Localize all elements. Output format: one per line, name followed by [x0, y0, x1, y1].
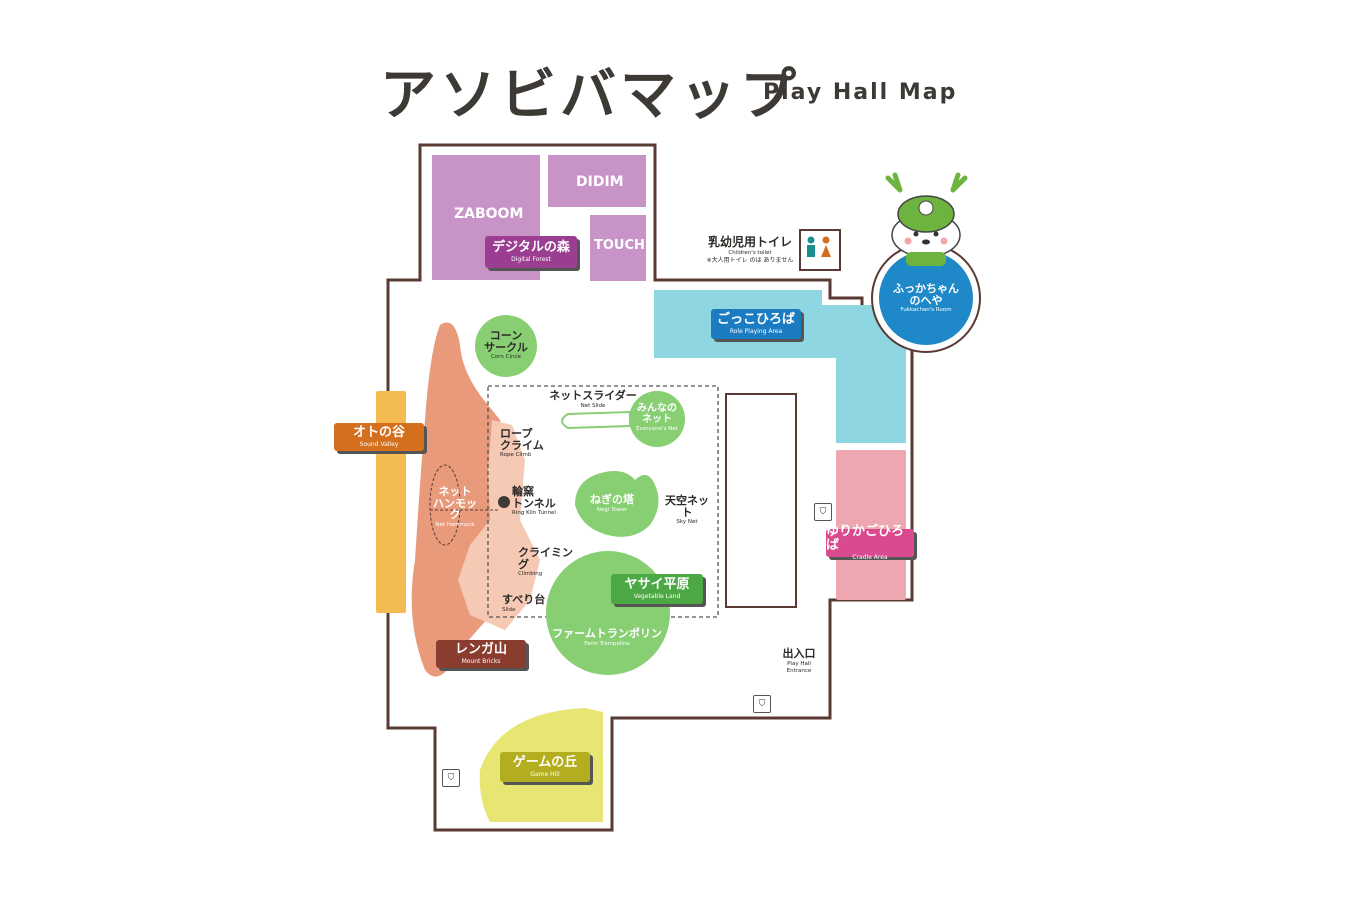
- everyones-net-shape[interactable]: [629, 391, 685, 447]
- corn-circle-shape[interactable]: [475, 315, 537, 377]
- climbing-wall-shape[interactable]: [458, 420, 540, 630]
- sound-valley-ja: オトの谷: [352, 425, 405, 441]
- map-title-ja: アソビバマップ: [380, 63, 800, 128]
- fukka-room-text: ふっかちゃん のへや Fukkachan's Room: [893, 282, 959, 314]
- everyones-net-text: みんなの ネット Everyone's Net: [636, 403, 678, 432]
- cradle-area-en: Cradle Area: [852, 553, 888, 561]
- net-slider-track: [561, 410, 631, 430]
- digital-forest-label[interactable]: デジタルの森 Digital Forest: [485, 236, 577, 268]
- negi-tower-text: ねぎの塔 Negi Tower: [590, 493, 634, 513]
- farm-trampoline-text: ファームトランポリン Farm Trampoline: [552, 627, 662, 647]
- climbing-text: クライミング Climbing: [518, 546, 573, 578]
- vegetable-land-ja: ヤサイ平原: [624, 577, 690, 593]
- game-hill-ja: ゲームの丘: [512, 755, 578, 771]
- slide-text: すべり台 Slide: [502, 593, 546, 613]
- touch-label: TOUCH: [594, 238, 645, 253]
- role-playing-ja: ごっこひろば: [716, 312, 795, 328]
- net-slider-text: ネットスライダー Net Slide: [549, 389, 637, 409]
- digital-forest-ja: デジタルの森: [492, 240, 570, 256]
- game-hill-label[interactable]: ゲームの丘 Game Hill: [500, 752, 590, 782]
- ring-kiln-hole: [498, 496, 510, 508]
- mount-bricks-ja: レンガ山: [454, 642, 507, 658]
- net-hammock-outline[interactable]: [429, 464, 461, 546]
- role-playing-en: Role Playing Area: [729, 327, 783, 335]
- rope-climb-text: ロープ クライム Rope Climb: [500, 427, 544, 459]
- extinguisher-icon: ⛉: [814, 503, 832, 521]
- childrens-toilet-text: 乳幼児用トイレ Children's toilet ※大人用トイレ のは ありま…: [706, 235, 794, 265]
- role-playing-label[interactable]: ごっこひろば Role Playing Area: [711, 309, 801, 339]
- sky-net-text: 天空ネット Sky Net: [665, 494, 709, 526]
- cradle-block[interactable]: [836, 450, 906, 600]
- cradle-area-label[interactable]: ゆりかごひろば Cradle Area: [826, 525, 914, 560]
- touch-block[interactable]: [590, 215, 646, 281]
- game-hill-en: Game Hill: [530, 770, 560, 778]
- mount-bricks-label[interactable]: レンガ山 Mount Bricks: [436, 640, 526, 668]
- mount-bricks-en: Mount Bricks: [461, 657, 501, 665]
- corn-circle-text: コーン サークル Corn Circle: [484, 329, 528, 361]
- sound-valley-en: Sound Valley: [359, 440, 399, 448]
- toilet-box: [799, 229, 841, 271]
- toilet-icon: [807, 236, 831, 257]
- zaboom-label: ZABOOM: [454, 206, 524, 222]
- digital-forest-en: Digital Forest: [511, 255, 551, 263]
- negi-tower-shape[interactable]: [575, 471, 659, 537]
- didim-label: DIDIM: [576, 174, 624, 190]
- extinguisher-icon: ⛉: [442, 769, 460, 787]
- fukkachan-mascot: [885, 172, 968, 266]
- cradle-area-ja: ゆりかごひろば: [826, 524, 905, 553]
- center-wall: [725, 393, 797, 608]
- vegetable-land-label[interactable]: ヤサイ平原 Vegetable Land: [611, 574, 703, 604]
- didim-block[interactable]: [548, 155, 646, 207]
- net-hammock-text: ネット ハンモック Net Hammock: [433, 485, 477, 528]
- map-title-en: Play Hall Map: [763, 80, 958, 105]
- entrance-text[interactable]: 出入口 Play Hall Entrance: [782, 647, 816, 675]
- vegetable-land-en: Vegetable Land: [633, 592, 681, 600]
- fukka-room-shape[interactable]: [879, 251, 973, 345]
- sound-valley-label[interactable]: オトの谷 Sound Valley: [334, 423, 424, 451]
- ring-kiln-text: 輪窯 トンネル Ring Kiln Tunnel: [512, 485, 556, 517]
- extinguisher-icon: ⛉: [753, 695, 771, 713]
